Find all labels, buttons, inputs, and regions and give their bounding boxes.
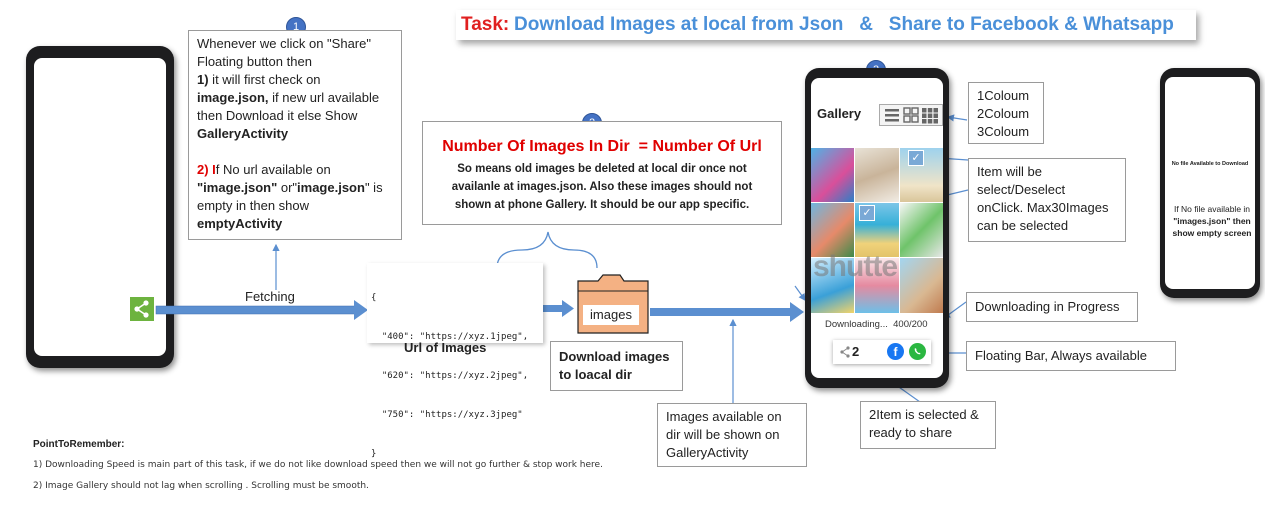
gallery-image[interactable] bbox=[811, 203, 854, 257]
remember-title: PointToRemember: bbox=[33, 439, 125, 450]
list-icon[interactable] bbox=[883, 106, 901, 124]
downloading-status: Downloading... 400/200 bbox=[825, 319, 928, 330]
three-column-icon[interactable] bbox=[921, 106, 939, 124]
remember-point-2: 2) Image Gallery should not lag when scr… bbox=[33, 481, 369, 491]
folder-gallery-arrow-body bbox=[650, 308, 792, 316]
gallery-source-note: Images available on dir will be shown on… bbox=[657, 403, 807, 467]
gallery-image[interactable] bbox=[811, 148, 854, 202]
share-fab-button[interactable] bbox=[130, 297, 154, 321]
floating-bar: 2 f bbox=[833, 340, 931, 364]
share-flow-note: Whenever we click on "Share" Floating bu… bbox=[188, 30, 402, 240]
watermark: shutte bbox=[813, 250, 898, 283]
fetch-arrow-head bbox=[354, 300, 368, 320]
gallery-image[interactable] bbox=[900, 203, 943, 257]
empty-message: No file Available to Download bbox=[1171, 161, 1249, 167]
selected-check-icon: ✓ bbox=[859, 205, 875, 221]
remember-point-1: 1) Downloading Speed is main part of thi… bbox=[33, 460, 603, 470]
selected-check-icon: ✓ bbox=[908, 150, 924, 166]
url-label: Url of Images bbox=[404, 340, 487, 355]
share-icon[interactable] bbox=[839, 345, 851, 359]
share-ready-note: 2Item is selected & ready to share bbox=[860, 401, 996, 449]
share-icon bbox=[134, 300, 149, 318]
two-column-icon[interactable] bbox=[902, 106, 920, 124]
progress-note: Downloading in Progress bbox=[966, 292, 1138, 322]
gallery-image[interactable] bbox=[855, 258, 899, 313]
rule-heading: Number Of Images In Dir = Number Of Url bbox=[442, 138, 762, 155]
gallery-title: Gallery bbox=[817, 106, 862, 121]
gallery-screen: Gallery ✓ bbox=[811, 78, 943, 378]
gallery-phone: Gallery ✓ bbox=[805, 68, 949, 388]
floating-bar-note: Floating Bar, Always available bbox=[966, 341, 1176, 371]
selected-count: 2 bbox=[852, 344, 860, 359]
task-banner: Task: Download Images at local from Json… bbox=[456, 10, 1196, 40]
task-prefix: Task: bbox=[461, 14, 510, 35]
rule-note: Number Of Images In Dir = Number Of Url … bbox=[422, 121, 782, 225]
progress-count: 400/200 bbox=[893, 319, 928, 330]
empty-screen-note: If No file available in "images.json" th… bbox=[1172, 204, 1252, 238]
brace bbox=[496, 231, 598, 269]
empty-phone: No file Available to Download bbox=[1160, 68, 1260, 298]
columns-note: 1Coloum 2Coloum 3Coloum bbox=[968, 82, 1044, 144]
empty-phone-screen: No file Available to Download bbox=[1165, 77, 1255, 289]
fetching-label: Fetching bbox=[245, 289, 295, 304]
fetch-arrow-body bbox=[155, 305, 357, 315]
whatsapp-icon[interactable] bbox=[909, 343, 926, 360]
image-grid: ✓ ✓ shutte bbox=[811, 148, 943, 313]
json-folder-arrow-body bbox=[542, 305, 564, 312]
facebook-icon[interactable]: f bbox=[887, 343, 904, 360]
column-switcher bbox=[879, 104, 943, 126]
json-snippet: { "400": "https://xyz.1jpeg", "620": "ht… bbox=[367, 263, 543, 459]
folder-label: images bbox=[583, 305, 639, 325]
gallery-image[interactable] bbox=[900, 258, 943, 313]
selection-note: Item will be select/Deselect onClick. Ma… bbox=[968, 158, 1126, 242]
task-title: Download Images at local from Json & Sha… bbox=[514, 14, 1174, 35]
download-note: Download images to loacal dir bbox=[550, 341, 683, 391]
folder-icon bbox=[577, 274, 649, 334]
gallery-image[interactable] bbox=[855, 148, 899, 202]
gallery-image[interactable] bbox=[811, 258, 854, 313]
